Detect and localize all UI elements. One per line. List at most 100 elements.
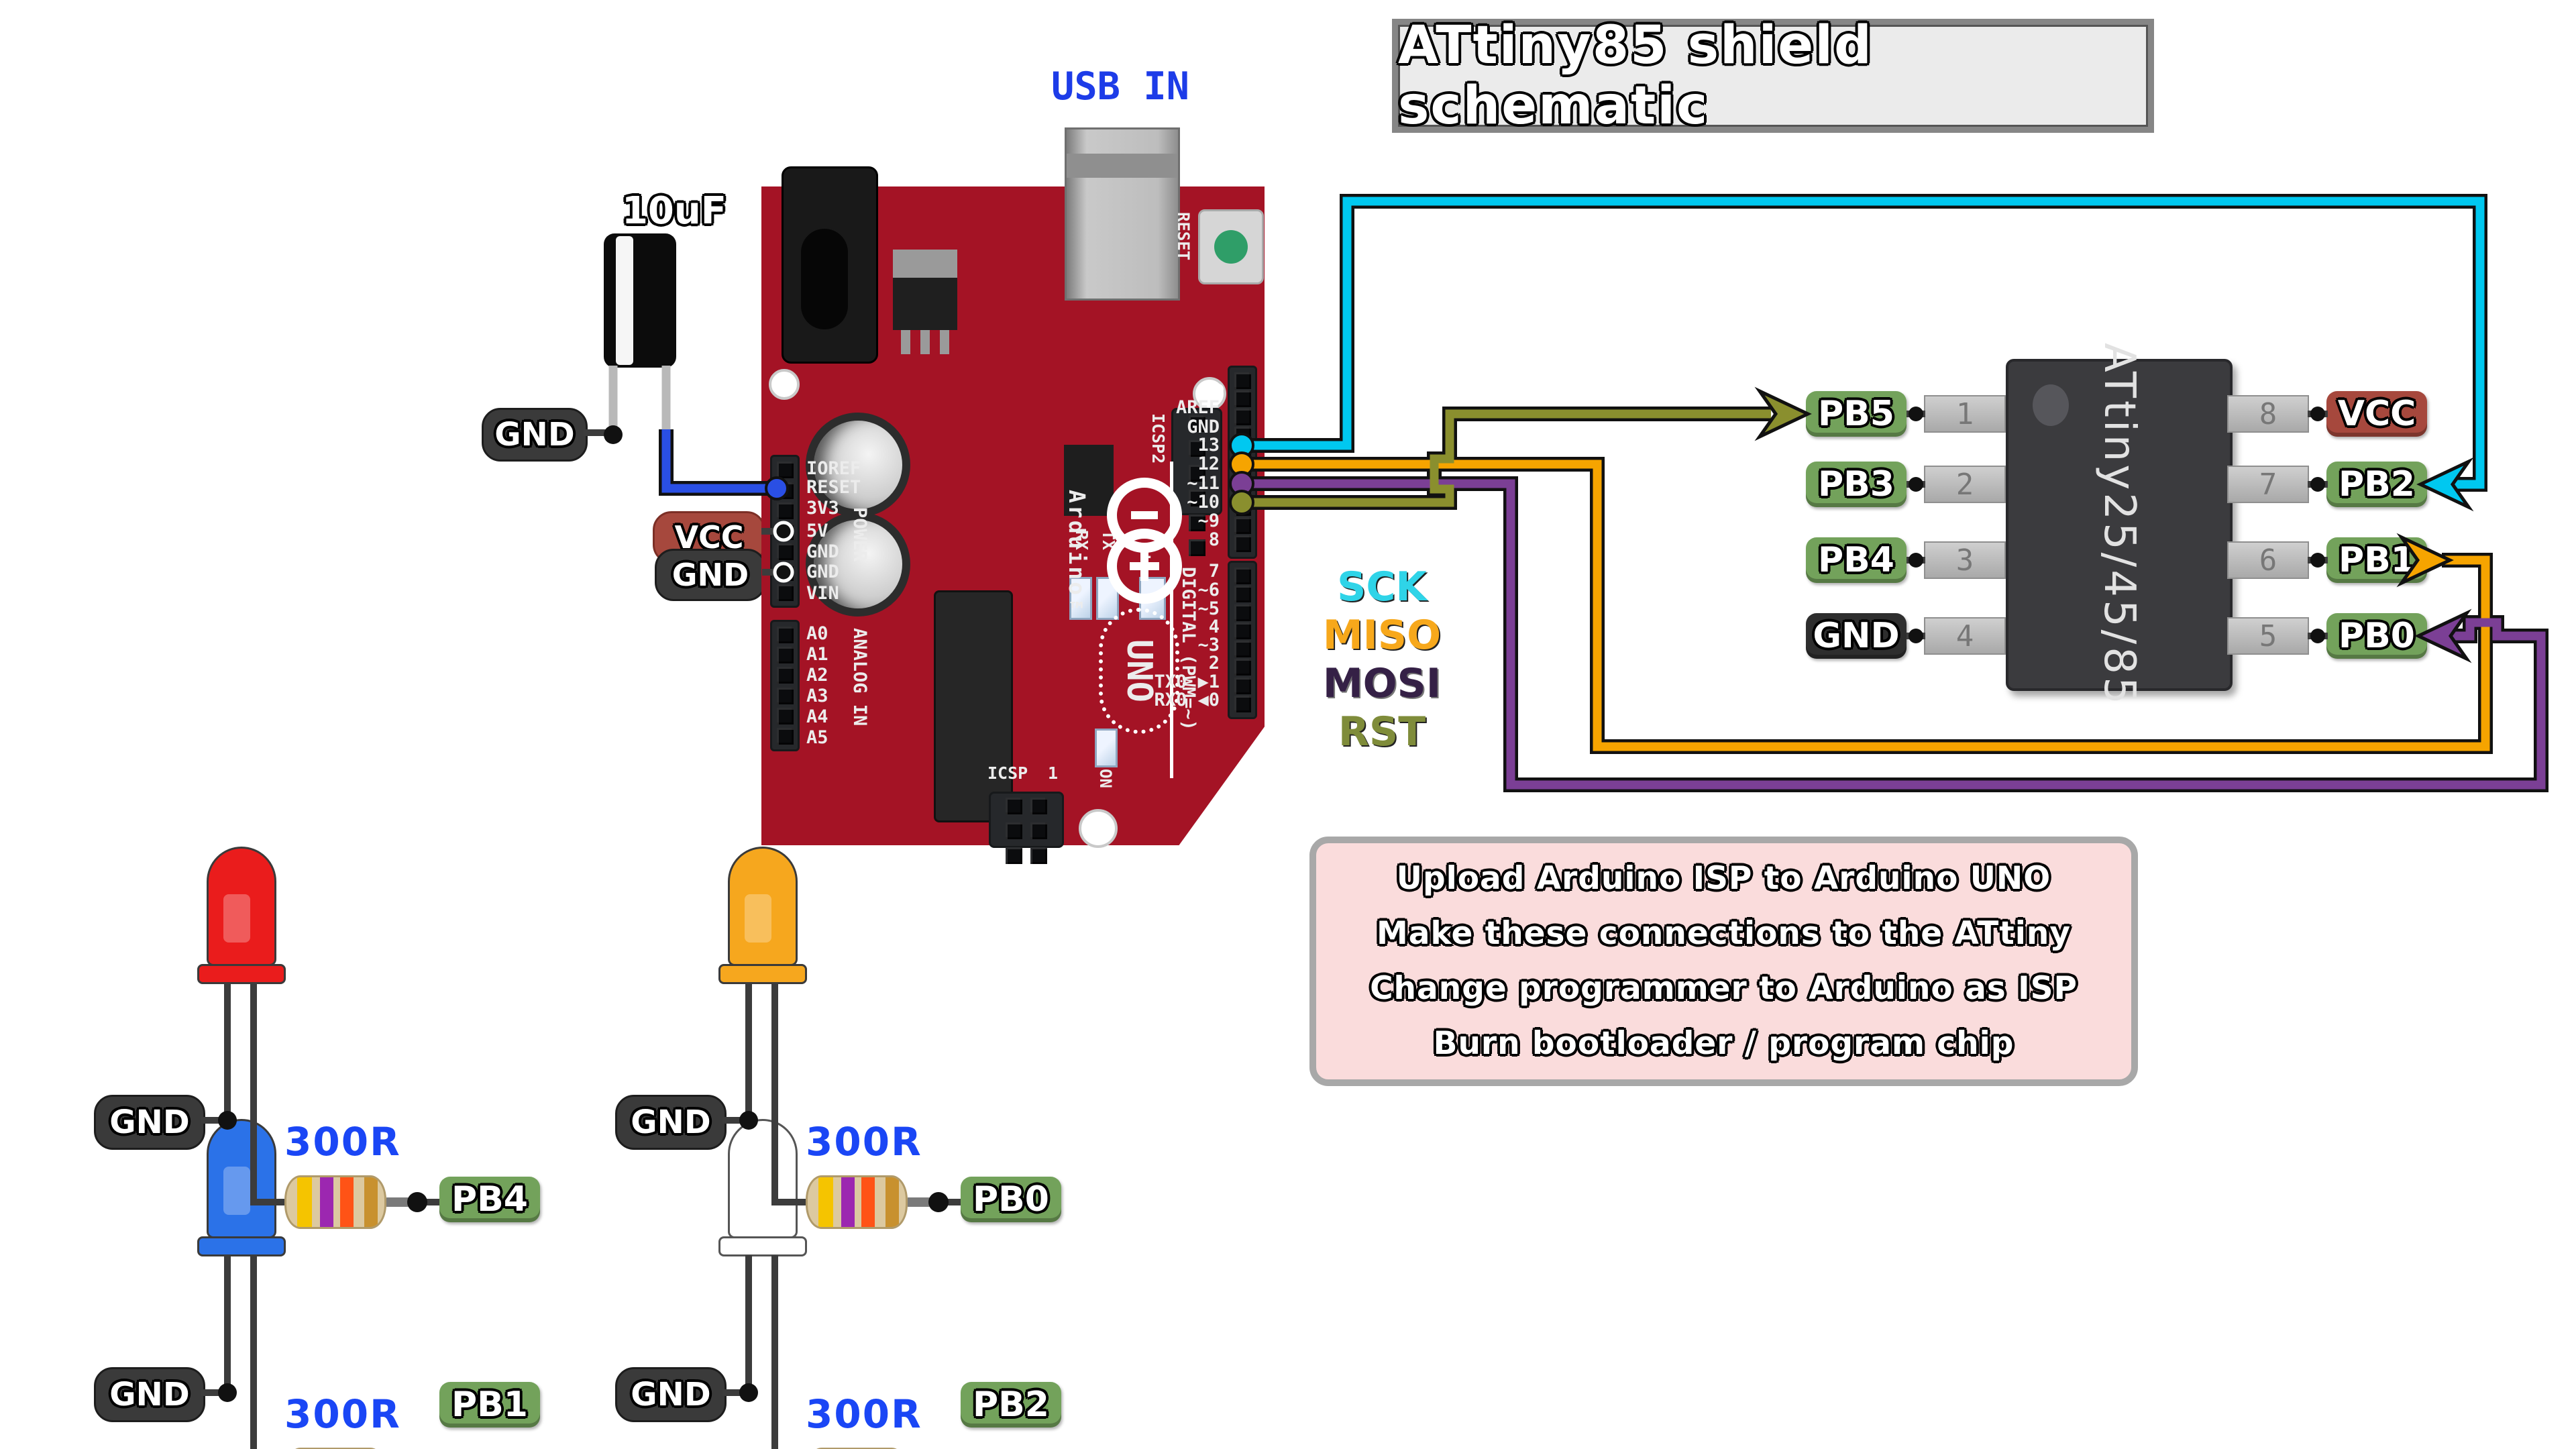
regulator-body [893,278,957,330]
header-pin [1234,677,1251,694]
attiny-chip: ATtiny25/45/85 [2006,343,2233,707]
header-pin [1188,490,1205,506]
usb-connector [1065,127,1180,301]
led-reflection [223,1167,250,1215]
usb-in-label: USB IN [1051,64,1189,109]
header-pin [1188,515,1205,531]
led-white [728,1119,798,1238]
header-pin [1234,586,1251,603]
capacitor-gnd-text: GND [494,416,575,453]
header-pin [1234,604,1251,621]
pin-label-2: 2 [1208,653,1220,674]
header-pin [1234,499,1251,516]
on-led [1095,729,1118,767]
led3-pin-tag: PB0 [961,1177,1061,1222]
reset-button-cap[interactable] [1214,230,1248,264]
power-section-label: POWER [849,507,870,562]
digital-header-top [1228,366,1257,559]
header-pin [1030,847,1047,864]
led1-gnd-tag: GND [94,1095,205,1150]
resistor-band [340,1177,354,1227]
header-pin [1234,445,1251,462]
header-pin [1030,798,1047,814]
gnd-text: GND [1813,616,1900,656]
resistor-led1 [284,1175,386,1229]
uno-logo-ring: UNO [1099,608,1179,734]
led-orange-flange [718,964,807,984]
instruction-line-2: Make these connections to the ATtiny [1377,915,2071,952]
chip-tab-4: 4 [1924,617,2006,655]
pb2-text: PB2 [2339,464,2415,504]
pin-label-gnd1: GND [806,541,839,562]
attiny-pin-pb2: PB2 [2326,462,2427,507]
diagram-title: ATtiny85 shield schematic [1398,15,1873,136]
pin-label-7: 7 [1208,561,1220,582]
header-pin [776,647,794,664]
reset-button[interactable] [1198,209,1264,284]
led4-gnd-tag: GND [615,1367,727,1422]
pb4-text: PB4 [1818,540,1894,580]
led3-resistor-value: 300R [806,1119,922,1165]
header-pin [1234,659,1251,676]
digital-section-label: DIGITAL (PWM=~) [1178,567,1199,731]
attiny-pin-pb5: PB5 [1806,391,1907,437]
usb-connector-band [1067,154,1178,178]
instructions-box: Upload Arduino ISP to Arduino UNO Make t… [1309,837,2138,1086]
pin-label-8: 8 [1208,529,1220,550]
analog-header [770,620,800,751]
pin-label-11: ~11 [1187,473,1220,494]
chip-tab-5: 5 [2227,617,2309,655]
led-red-flange [197,964,286,984]
rst-arrow-icon [1754,386,1812,441]
header-pin [1188,539,1205,556]
header-pin [1234,372,1251,389]
pin-label-a0: A0 [806,623,828,644]
silk-divider-line [1170,462,1173,778]
header-pin [1006,847,1022,864]
capacitor-gnd-tag: GND [482,408,588,462]
uno-logo-text: UNO [1119,639,1159,702]
led-orange [728,847,798,966]
instruction-line-1: Upload Arduino ISP to Arduino UNO [1396,860,2051,897]
vcc-text: VCC [2337,394,2416,434]
capacitor-leads [608,366,671,437]
diagram-title-box: ATtiny85 shield schematic [1392,15,2154,136]
icsp-silk-label: ICSP [987,763,1028,783]
pin-label-5v: 5V [806,521,828,541]
pin-label-gnd2: GND [806,561,839,582]
pin-label-10: ~10 [1187,492,1220,513]
pin-label-3: ~3 [1197,635,1220,655]
icsp2-silk-label: ICSP2 [1148,413,1168,464]
led-white-flange [718,1236,807,1256]
header-pin [776,502,794,519]
reset-silk-label: RESET [1174,212,1193,261]
pin-label-tx1: TX0 ▶1 [1154,672,1220,692]
resistor-led3 [806,1175,908,1229]
resistor-band [861,1177,875,1227]
header-pin [1030,822,1047,839]
mounting-hole [769,369,800,400]
led2-gnd-text: GND [109,1376,190,1413]
led3-pin-text: PB0 [973,1179,1049,1220]
pin-label-rx0: RX0 ◀0 [1154,690,1220,710]
header-pin [776,564,794,581]
pin-label-reset: RESET [806,477,861,498]
header-pin [1234,535,1251,552]
pin-label-a1: A1 [806,644,828,665]
header-pin [1234,517,1251,534]
pin-label-9: ~9 [1197,511,1220,531]
rst-wire [1240,409,1771,507]
led1-resistor-value: 300R [284,1119,401,1165]
resistor-band [320,1177,333,1227]
capacitor-stripe [616,236,633,365]
pin-label-vin: VIN [806,583,839,604]
regulator-tab [893,250,957,279]
header-pin [1006,798,1022,814]
header-pin [1234,409,1251,425]
header-pin [1234,695,1251,712]
instruction-line-4: Burn bootloader / program chip [1433,1025,2015,1062]
led2-pin-tag: PB1 [439,1382,540,1428]
led3-gnd-text: GND [631,1104,711,1141]
header-pin [1006,822,1022,839]
